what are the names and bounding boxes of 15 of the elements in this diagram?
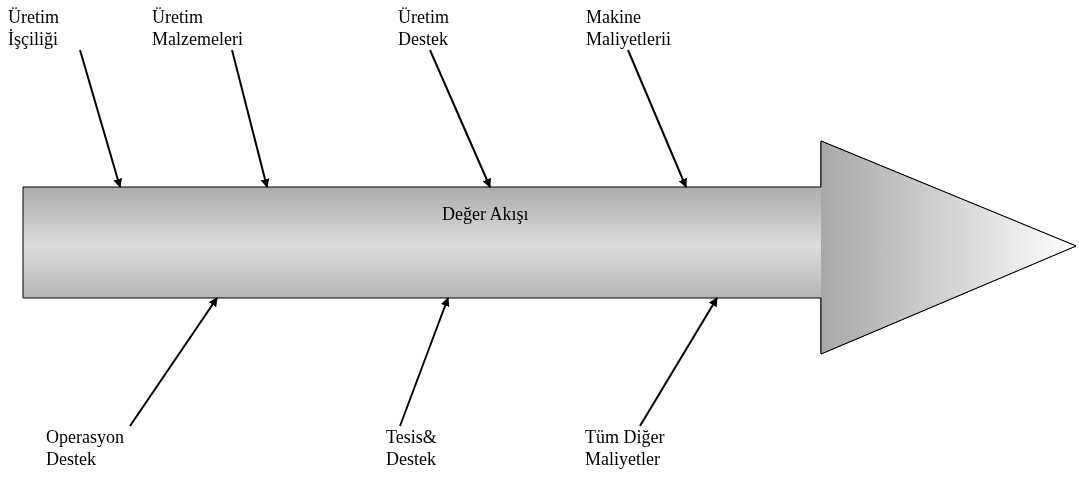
- arrow: [627, 49, 687, 188]
- cost-label: Üretim Destek: [398, 6, 478, 50]
- arrow: [129, 297, 218, 427]
- arrow: [399, 297, 450, 427]
- cost-label: Makine Maliyetlerii: [586, 6, 696, 50]
- arrow: [639, 297, 718, 427]
- cost-label: Üretim Malzemeleri: [152, 6, 257, 50]
- arrow-label: Değer Akışı: [442, 204, 529, 225]
- cost-label: Tüm Diğer Maliyetler: [585, 426, 685, 470]
- cost-label: Tesis& Destek: [386, 426, 466, 470]
- cost-label: Üretim İşçiliği: [8, 6, 88, 50]
- arrow: [79, 49, 123, 188]
- cost-label: Operasyon Destek: [46, 426, 156, 470]
- arrow: [429, 49, 491, 188]
- arrow: [231, 49, 270, 188]
